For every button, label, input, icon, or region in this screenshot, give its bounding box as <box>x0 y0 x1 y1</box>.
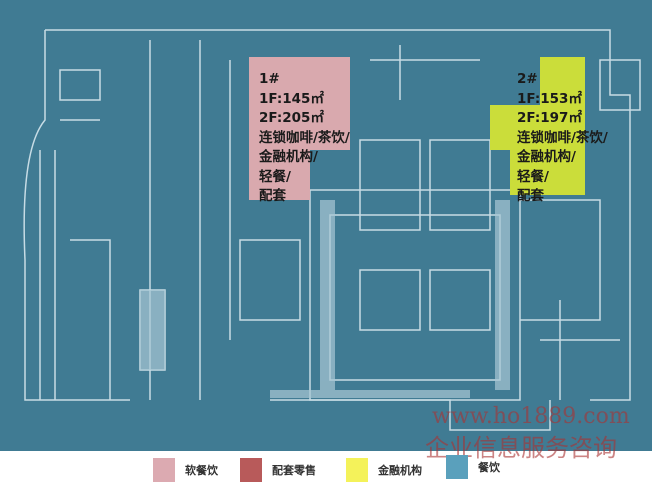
legend-swatch <box>346 458 368 482</box>
zone-1-use: 连锁咖啡/茶饮/ <box>259 129 350 146</box>
zone-2-use: 连锁咖啡/茶饮/ <box>517 129 608 146</box>
zone-2-area <box>490 57 585 195</box>
zone-1-label: 1# 1F:145㎡ 2F:205㎡ 连锁咖啡/茶饮/ 金融机构/ 轻餐/ 配套 <box>259 70 350 207</box>
legend-swatch <box>446 455 468 479</box>
zone-2-id: 2# <box>517 71 538 87</box>
zone-1-1f-area: 1F:145㎡ <box>259 90 324 107</box>
zone-2-use: 金融机构/ <box>517 149 576 165</box>
zone-1-use: 金融机构/ <box>259 149 318 165</box>
legend-swatch <box>240 458 262 482</box>
zone-1-area <box>249 57 350 200</box>
legend-label: 金融机构 <box>378 464 422 477</box>
legend-item-dining: 餐饮 <box>446 455 500 479</box>
zone-1-2f-area: 2F:205㎡ <box>259 110 324 126</box>
zone-2-use: 配套 <box>517 188 544 204</box>
zone-1-use: 轻餐/ <box>259 168 291 185</box>
legend-label: 软餐饮 <box>185 464 218 477</box>
zone-2-use: 轻餐/ <box>517 168 549 185</box>
legend-item-retail: 配套零售 <box>240 458 316 482</box>
legend-item-soft-dining: 软餐饮 <box>153 458 218 482</box>
legend-item-finance: 金融机构 <box>346 458 422 482</box>
watermark-url: www.ho1889.com <box>432 404 630 429</box>
floor-plan-lines <box>23 29 641 431</box>
zone-2-1f-area: 1F:153㎡ <box>517 90 582 107</box>
legend-label: 配套零售 <box>272 464 316 477</box>
legend-swatch <box>153 458 175 482</box>
zone-2-2f-area: 2F:197㎡ <box>517 110 582 126</box>
zone-2-label: 2# 1F:153㎡ 2F:197㎡ 连锁咖啡/茶饮/ 金融机构/ 轻餐/ 配套 <box>517 70 608 207</box>
zone-1-use: 配套 <box>259 188 286 204</box>
floor-plan: 1# 1F:145㎡ 2F:205㎡ 连锁咖啡/茶饮/ 金融机构/ 轻餐/ 配套… <box>0 0 652 451</box>
legend-label: 餐饮 <box>478 461 500 474</box>
zone-1-id: 1# <box>259 71 280 87</box>
